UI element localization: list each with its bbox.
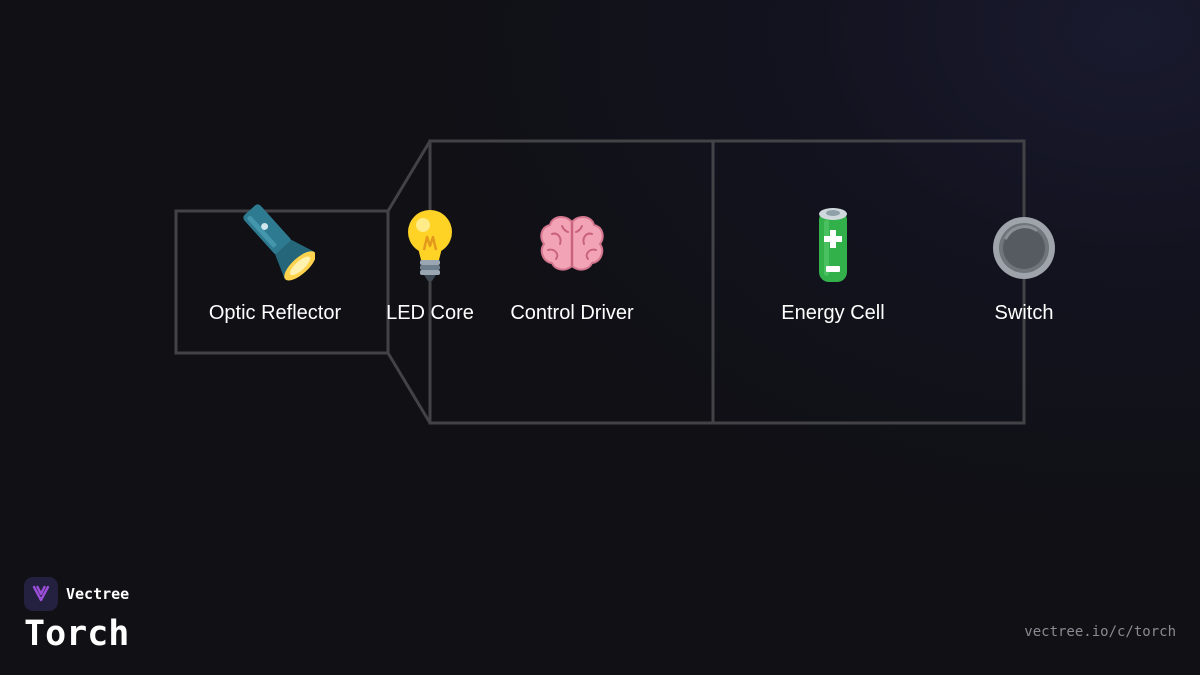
page-title: Torch: [24, 614, 130, 654]
component-label: Switch: [994, 302, 1054, 324]
component-control-driver: Control Driver: [482, 204, 662, 334]
component-optic-reflector: Optic Reflector: [185, 204, 365, 334]
head-compartment-outline: [174, 209, 390, 355]
footer-url: vectree.io/c/torch: [1024, 624, 1176, 640]
brand-name: Vectree: [66, 585, 130, 603]
battery-icon: [819, 208, 847, 282]
brand: Vectree: [24, 577, 129, 611]
round-button-icon: [993, 217, 1055, 279]
component-led-core: LED Core: [340, 204, 520, 334]
brain-icon: [540, 216, 604, 271]
light-bulb-icon: [408, 210, 452, 281]
component-energy-cell: Energy Cell: [743, 204, 923, 334]
component-label: LED Core: [386, 302, 474, 324]
vectree-logo-icon: [24, 577, 58, 611]
body-compartment-outline: [428, 139, 1026, 425]
flashlight-icon: [243, 204, 315, 281]
component-label: Optic Reflector: [208, 302, 342, 324]
neck-taper-outline: [386, 140, 432, 424]
component-label: Control Driver: [510, 302, 634, 324]
component-label: Energy Cell: [781, 302, 885, 324]
component-switch: Switch: [934, 204, 1114, 334]
